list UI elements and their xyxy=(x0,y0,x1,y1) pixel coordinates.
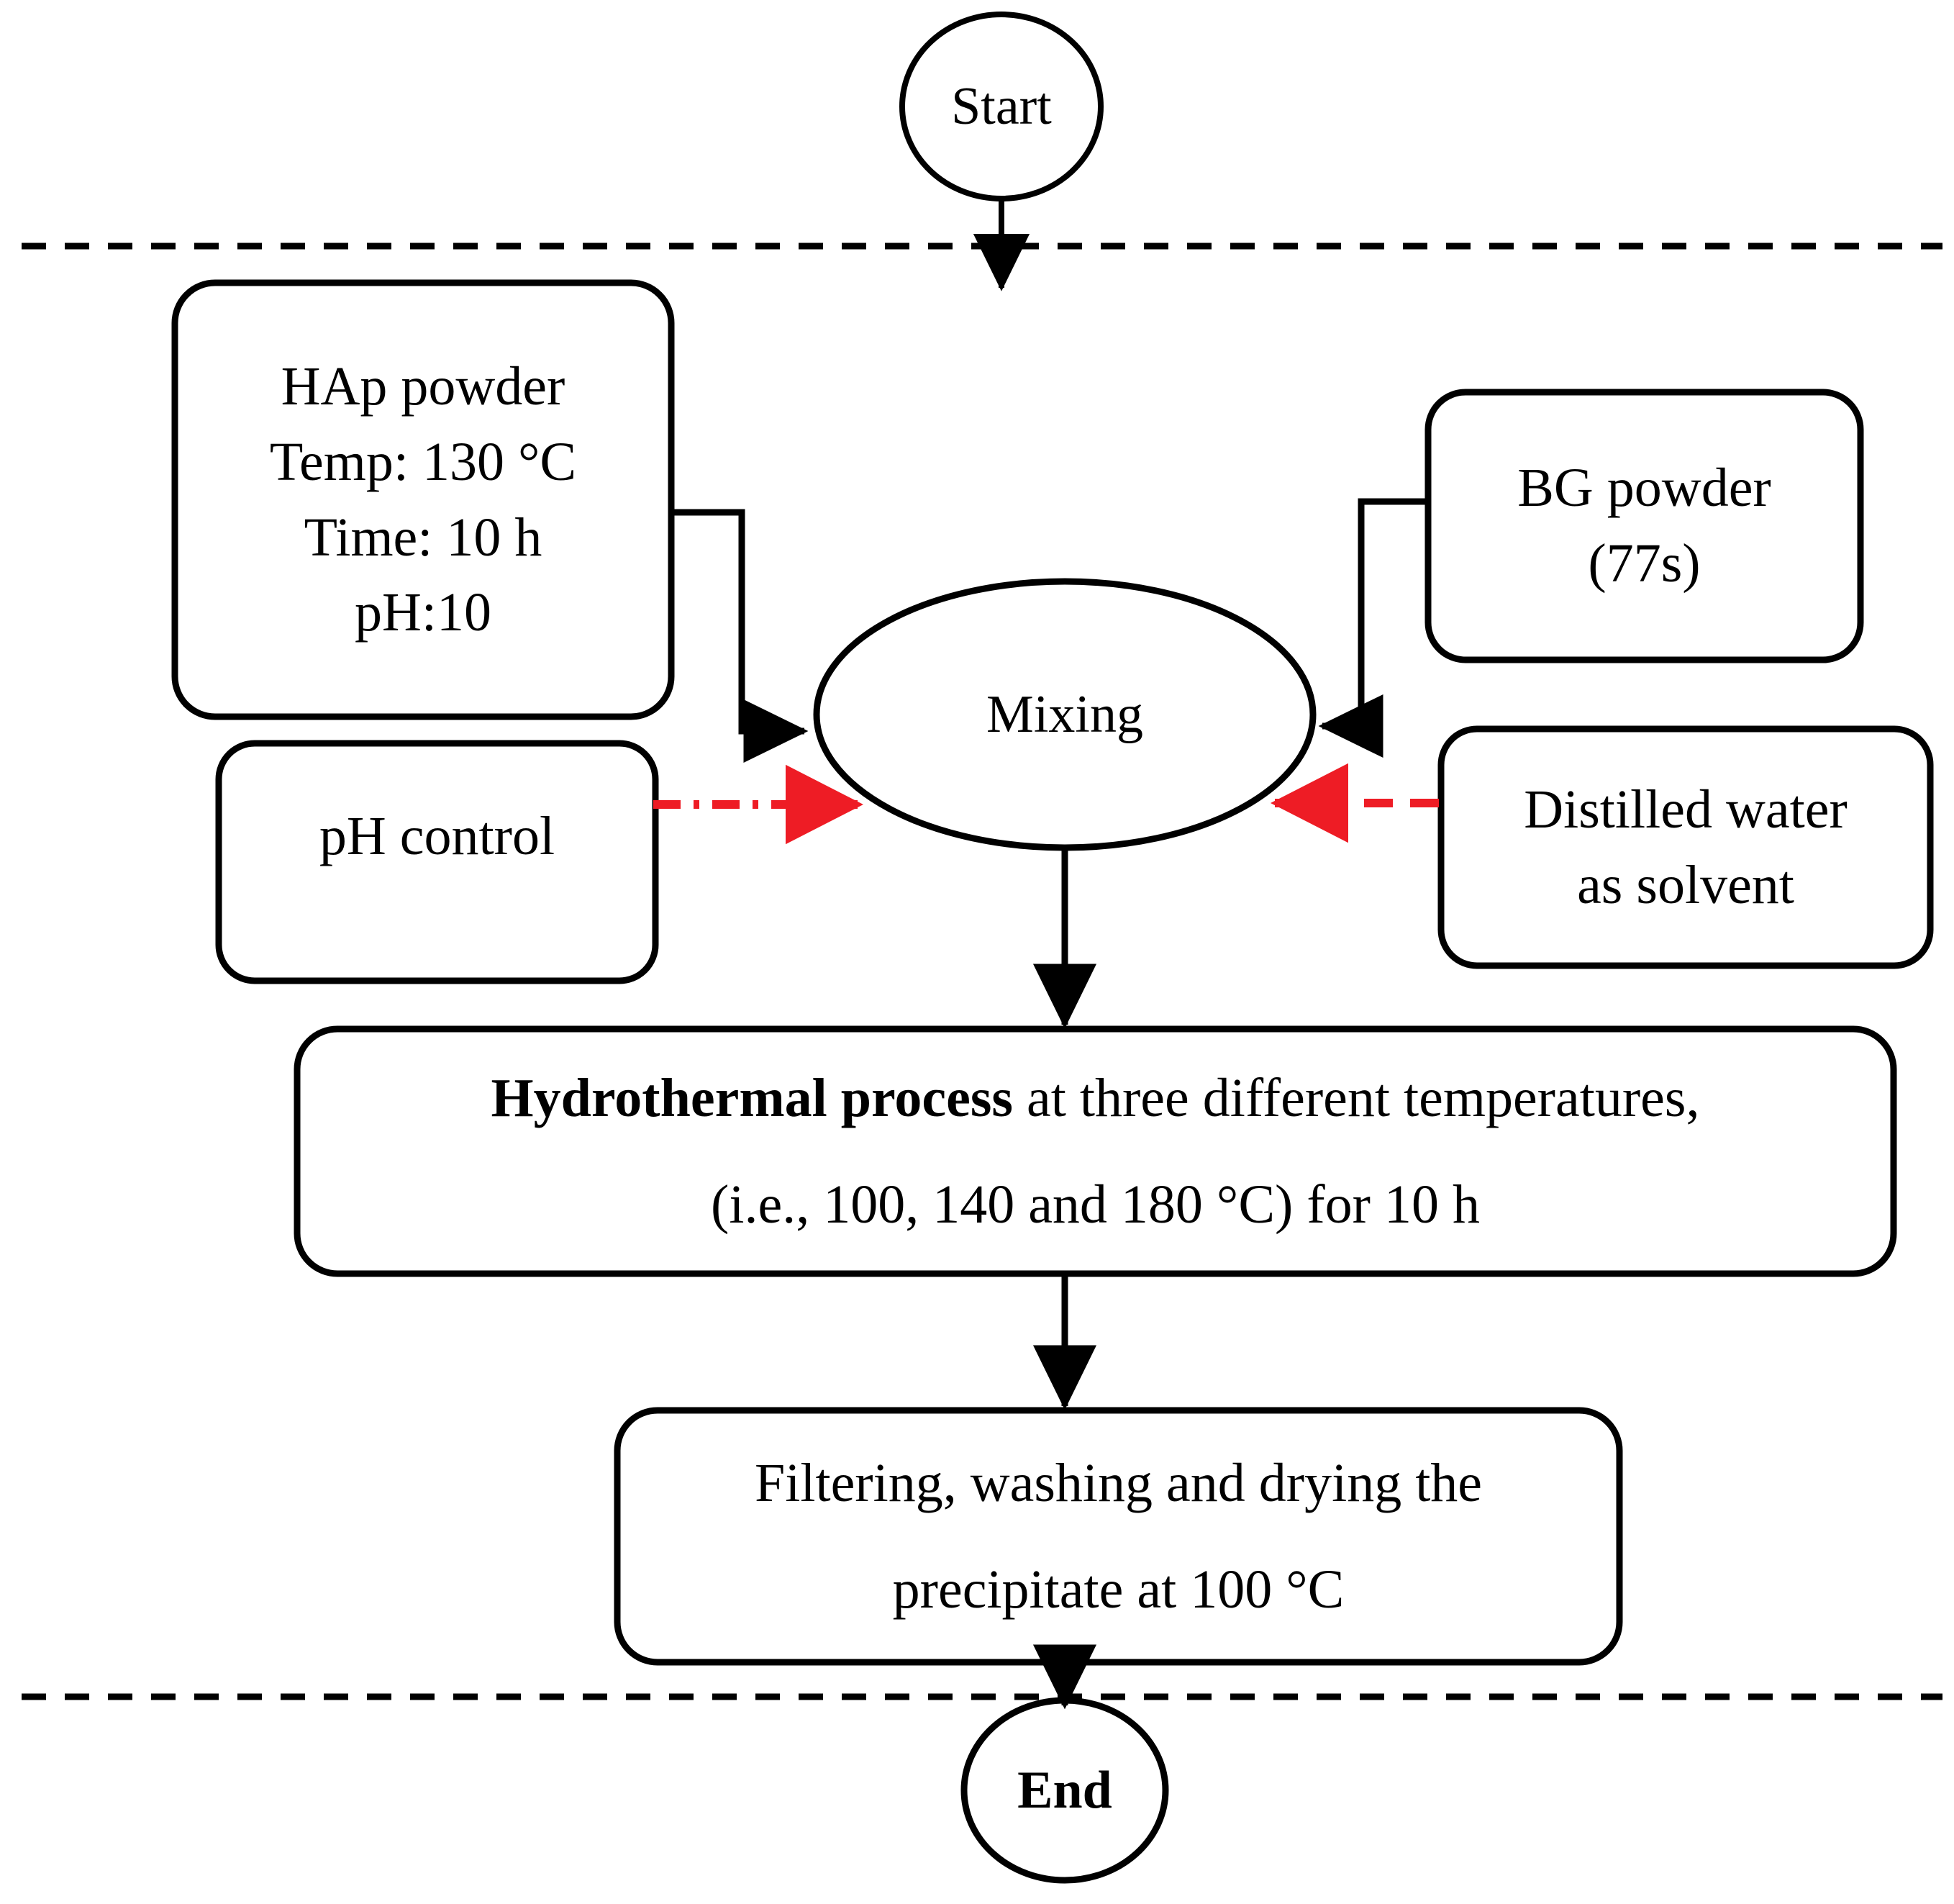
hap-powder-box[interactable] xyxy=(171,279,675,720)
start-node[interactable] xyxy=(899,12,1104,201)
ph-control-box[interactable] xyxy=(215,740,659,984)
connector-hap-to-mixing xyxy=(674,509,809,763)
mixing-node[interactable] xyxy=(813,578,1317,851)
bg-powder-box[interactable] xyxy=(1424,389,1864,663)
distilled-water-box[interactable] xyxy=(1437,725,1934,969)
filtering-box[interactable] xyxy=(614,1407,1623,1666)
connector-bg-to-mixing xyxy=(1318,498,1431,758)
end-node[interactable] xyxy=(960,1697,1169,1884)
hydrothermal-box[interactable] xyxy=(294,1025,1897,1277)
